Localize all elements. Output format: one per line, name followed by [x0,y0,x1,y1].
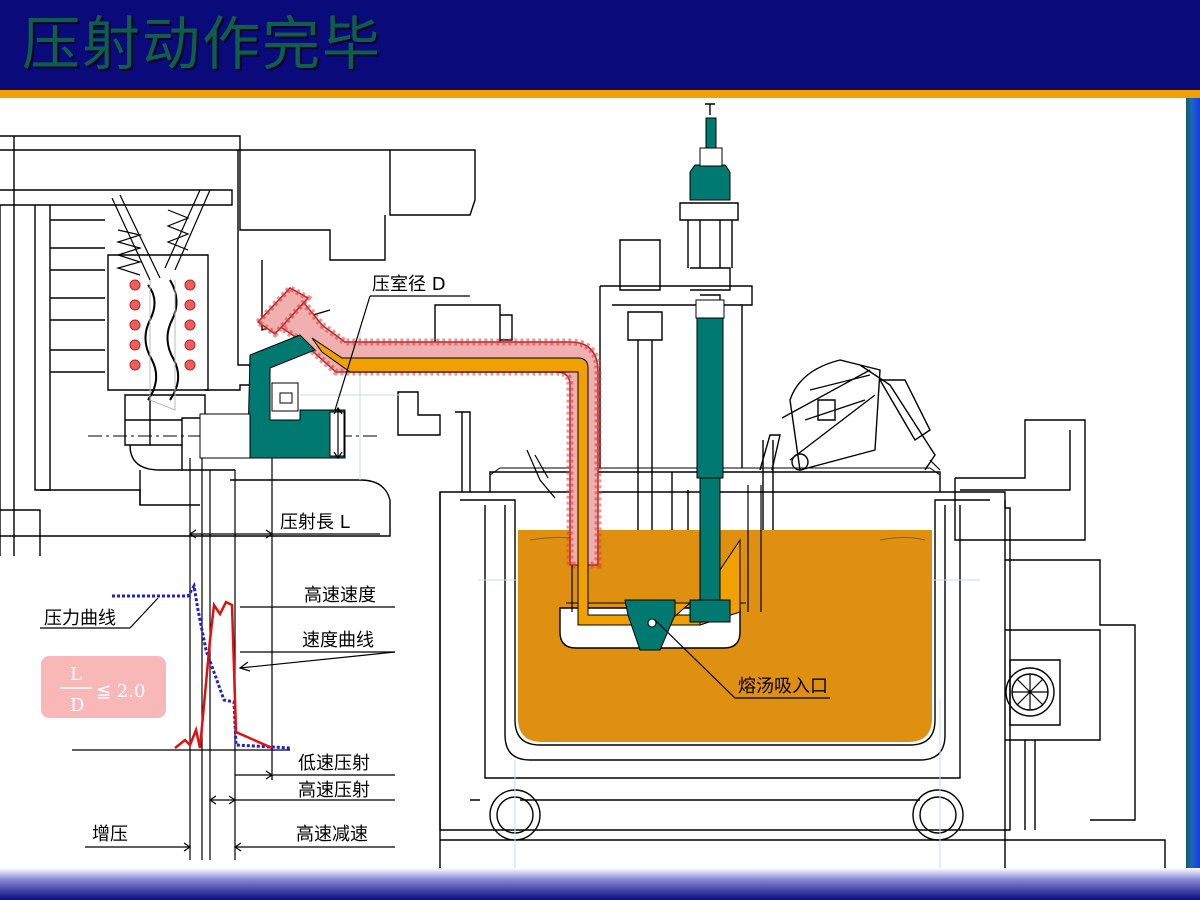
label-pressure-curve: 压力曲线 [44,608,116,629]
motor-wheel [1005,667,1055,717]
spring-right [166,209,190,251]
bottom-band [0,868,1200,900]
title-bar: 压射动作完毕 [0,0,1200,90]
label-high-speed-shot: 高速压射 [298,780,370,801]
furnace-structure [397,103,1166,870]
ratio-box [41,656,166,718]
ratio-numerator: L [70,664,82,685]
pressure-curve [112,581,291,750]
label-speed-curve: 速度曲线 [302,630,374,651]
die-platen-structure [0,135,476,556]
label-intensification: 增压 [92,824,128,845]
speed-curve [174,600,273,750]
page-title: 压射动作完毕 [22,10,383,78]
melt-channel [311,337,701,626]
label-high-speed-deceleration: 高速减速 [296,824,368,845]
title-underline [0,90,1200,98]
label-low-speed-shot: 低速压射 [298,753,370,774]
ratio-denominator: D [70,695,84,716]
label-melt-intake: 熔汤吸入口 [738,676,828,697]
ratio-condition: ≦ 2.0 [96,681,145,702]
label-high-speed-velocity: 高速速度 [304,585,376,606]
hydraulic-cylinder [689,164,731,201]
right-edge-band [1186,98,1200,868]
plunger-rod [696,317,724,479]
wheel-right [912,789,964,841]
label-chamber-diameter: 压室径 D [372,274,446,295]
label-shot-length: 压射長 L [280,512,350,533]
spring-left [115,229,143,276]
